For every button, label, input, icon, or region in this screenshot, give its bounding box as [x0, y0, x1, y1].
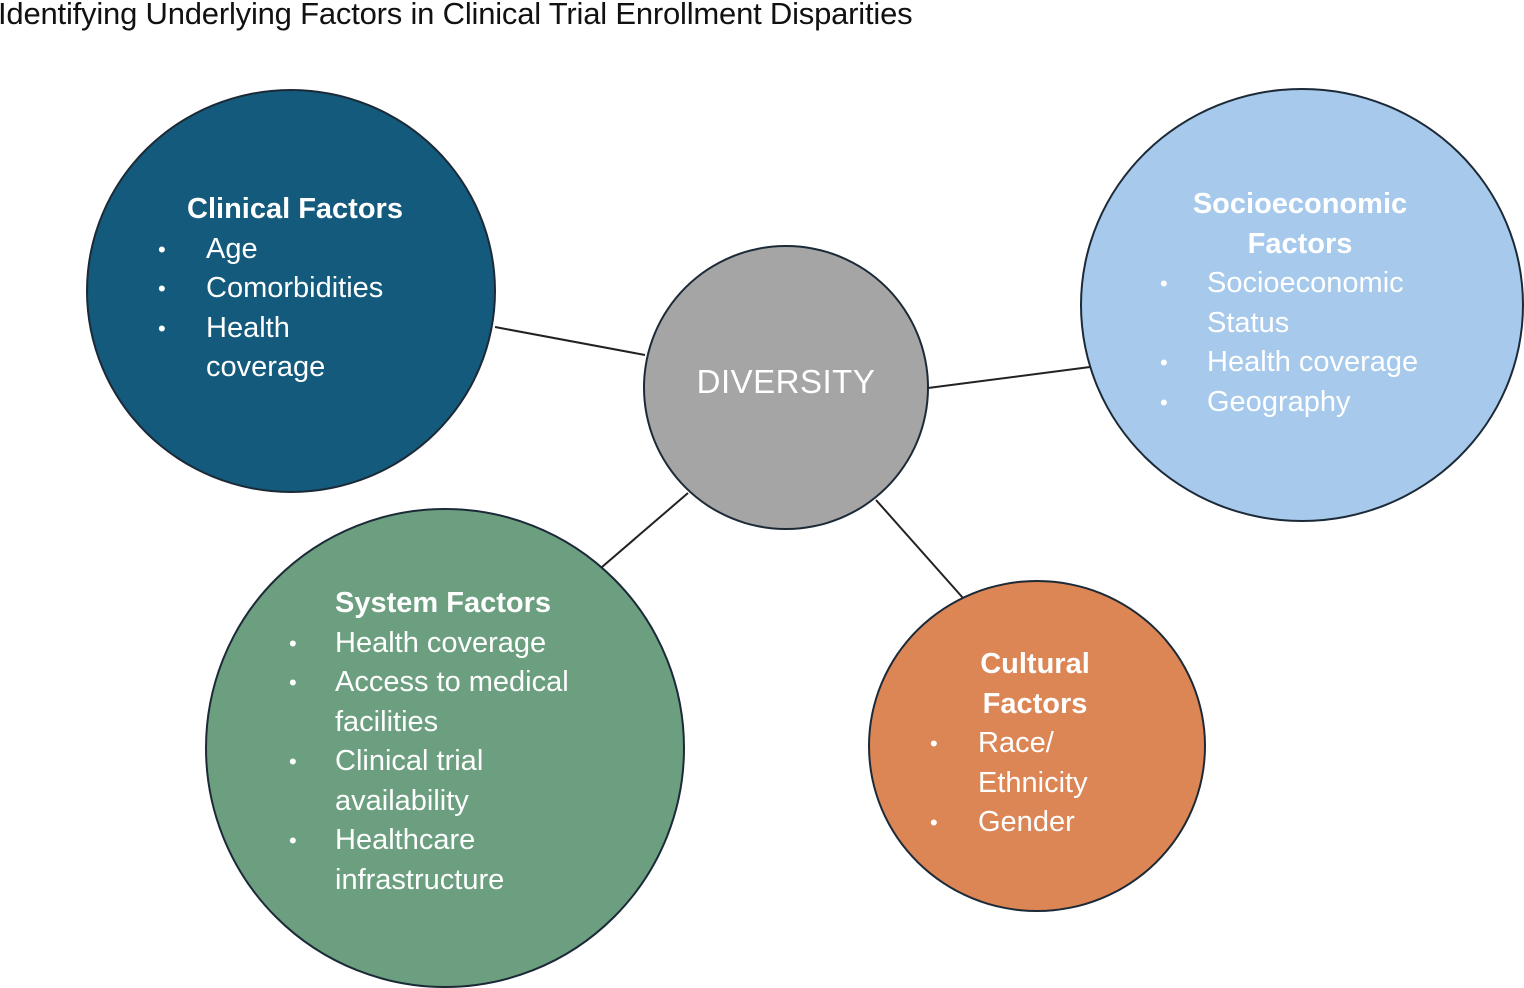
diagram-title: Identifying Underlying Factors in Clinic…	[0, 0, 913, 31]
clinical-factors-node	[86, 89, 496, 493]
list-item: •Comorbidities	[158, 272, 384, 304]
connector-cultural	[875, 499, 964, 599]
socioeconomic-factors-list: •Socioeconomic Status •Health coverage •…	[1158, 264, 1448, 422]
diversity-label: DIVERSITY	[696, 363, 876, 400]
clinical-factors-text: Clinical Factors •Age •Comorbidities •He…	[158, 190, 430, 388]
list-item: •Health coverage	[289, 626, 547, 659]
socioeconomic-factors-text: Socioeconomic Factors •Socioeconomic Sta…	[1158, 185, 1448, 422]
system-factors-text: System Factors •Health coverage •Access …	[288, 584, 598, 900]
diversity-center-node	[643, 245, 929, 530]
list-item: •Access to medical facilities	[289, 666, 569, 738]
socioeconomic-factors-heading: Socioeconomic Factors	[1192, 188, 1408, 260]
list-item: •Health coverage	[1160, 346, 1419, 378]
system-factors-heading: System Factors	[335, 587, 551, 619]
connector-system	[601, 492, 689, 568]
clinical-factors-list: •Age •Comorbidities •Health coverage	[158, 230, 430, 388]
cultural-factors-heading: Cultural Factors	[980, 648, 1090, 720]
cultural-factors-list: •Race/ Ethnicity •Gender	[930, 724, 1150, 843]
list-item: •Healthcare infrastructure	[289, 824, 505, 896]
system-factors-node	[205, 508, 685, 988]
list-item: •Geography	[1160, 385, 1351, 418]
list-item: •Clinical trial availability	[289, 745, 484, 817]
socioeconomic-factors-node	[1080, 88, 1524, 522]
clinical-factors-heading: Clinical Factors	[187, 193, 403, 225]
cultural-factors-node	[868, 580, 1206, 912]
list-item: •Socioeconomic Status	[1160, 267, 1404, 339]
connector-clinical	[494, 326, 646, 356]
list-item: •Age	[158, 232, 258, 265]
list-item: •Health coverage	[158, 311, 326, 384]
system-factors-list: •Health coverage •Access to medical faci…	[288, 624, 598, 901]
list-item: •Race/ Ethnicity	[930, 727, 1088, 799]
connector-socioeconomic	[927, 366, 1091, 389]
list-item: •Gender	[930, 806, 1075, 838]
cultural-factors-text: Cultural Factors •Race/ Ethnicity •Gende…	[930, 645, 1150, 843]
